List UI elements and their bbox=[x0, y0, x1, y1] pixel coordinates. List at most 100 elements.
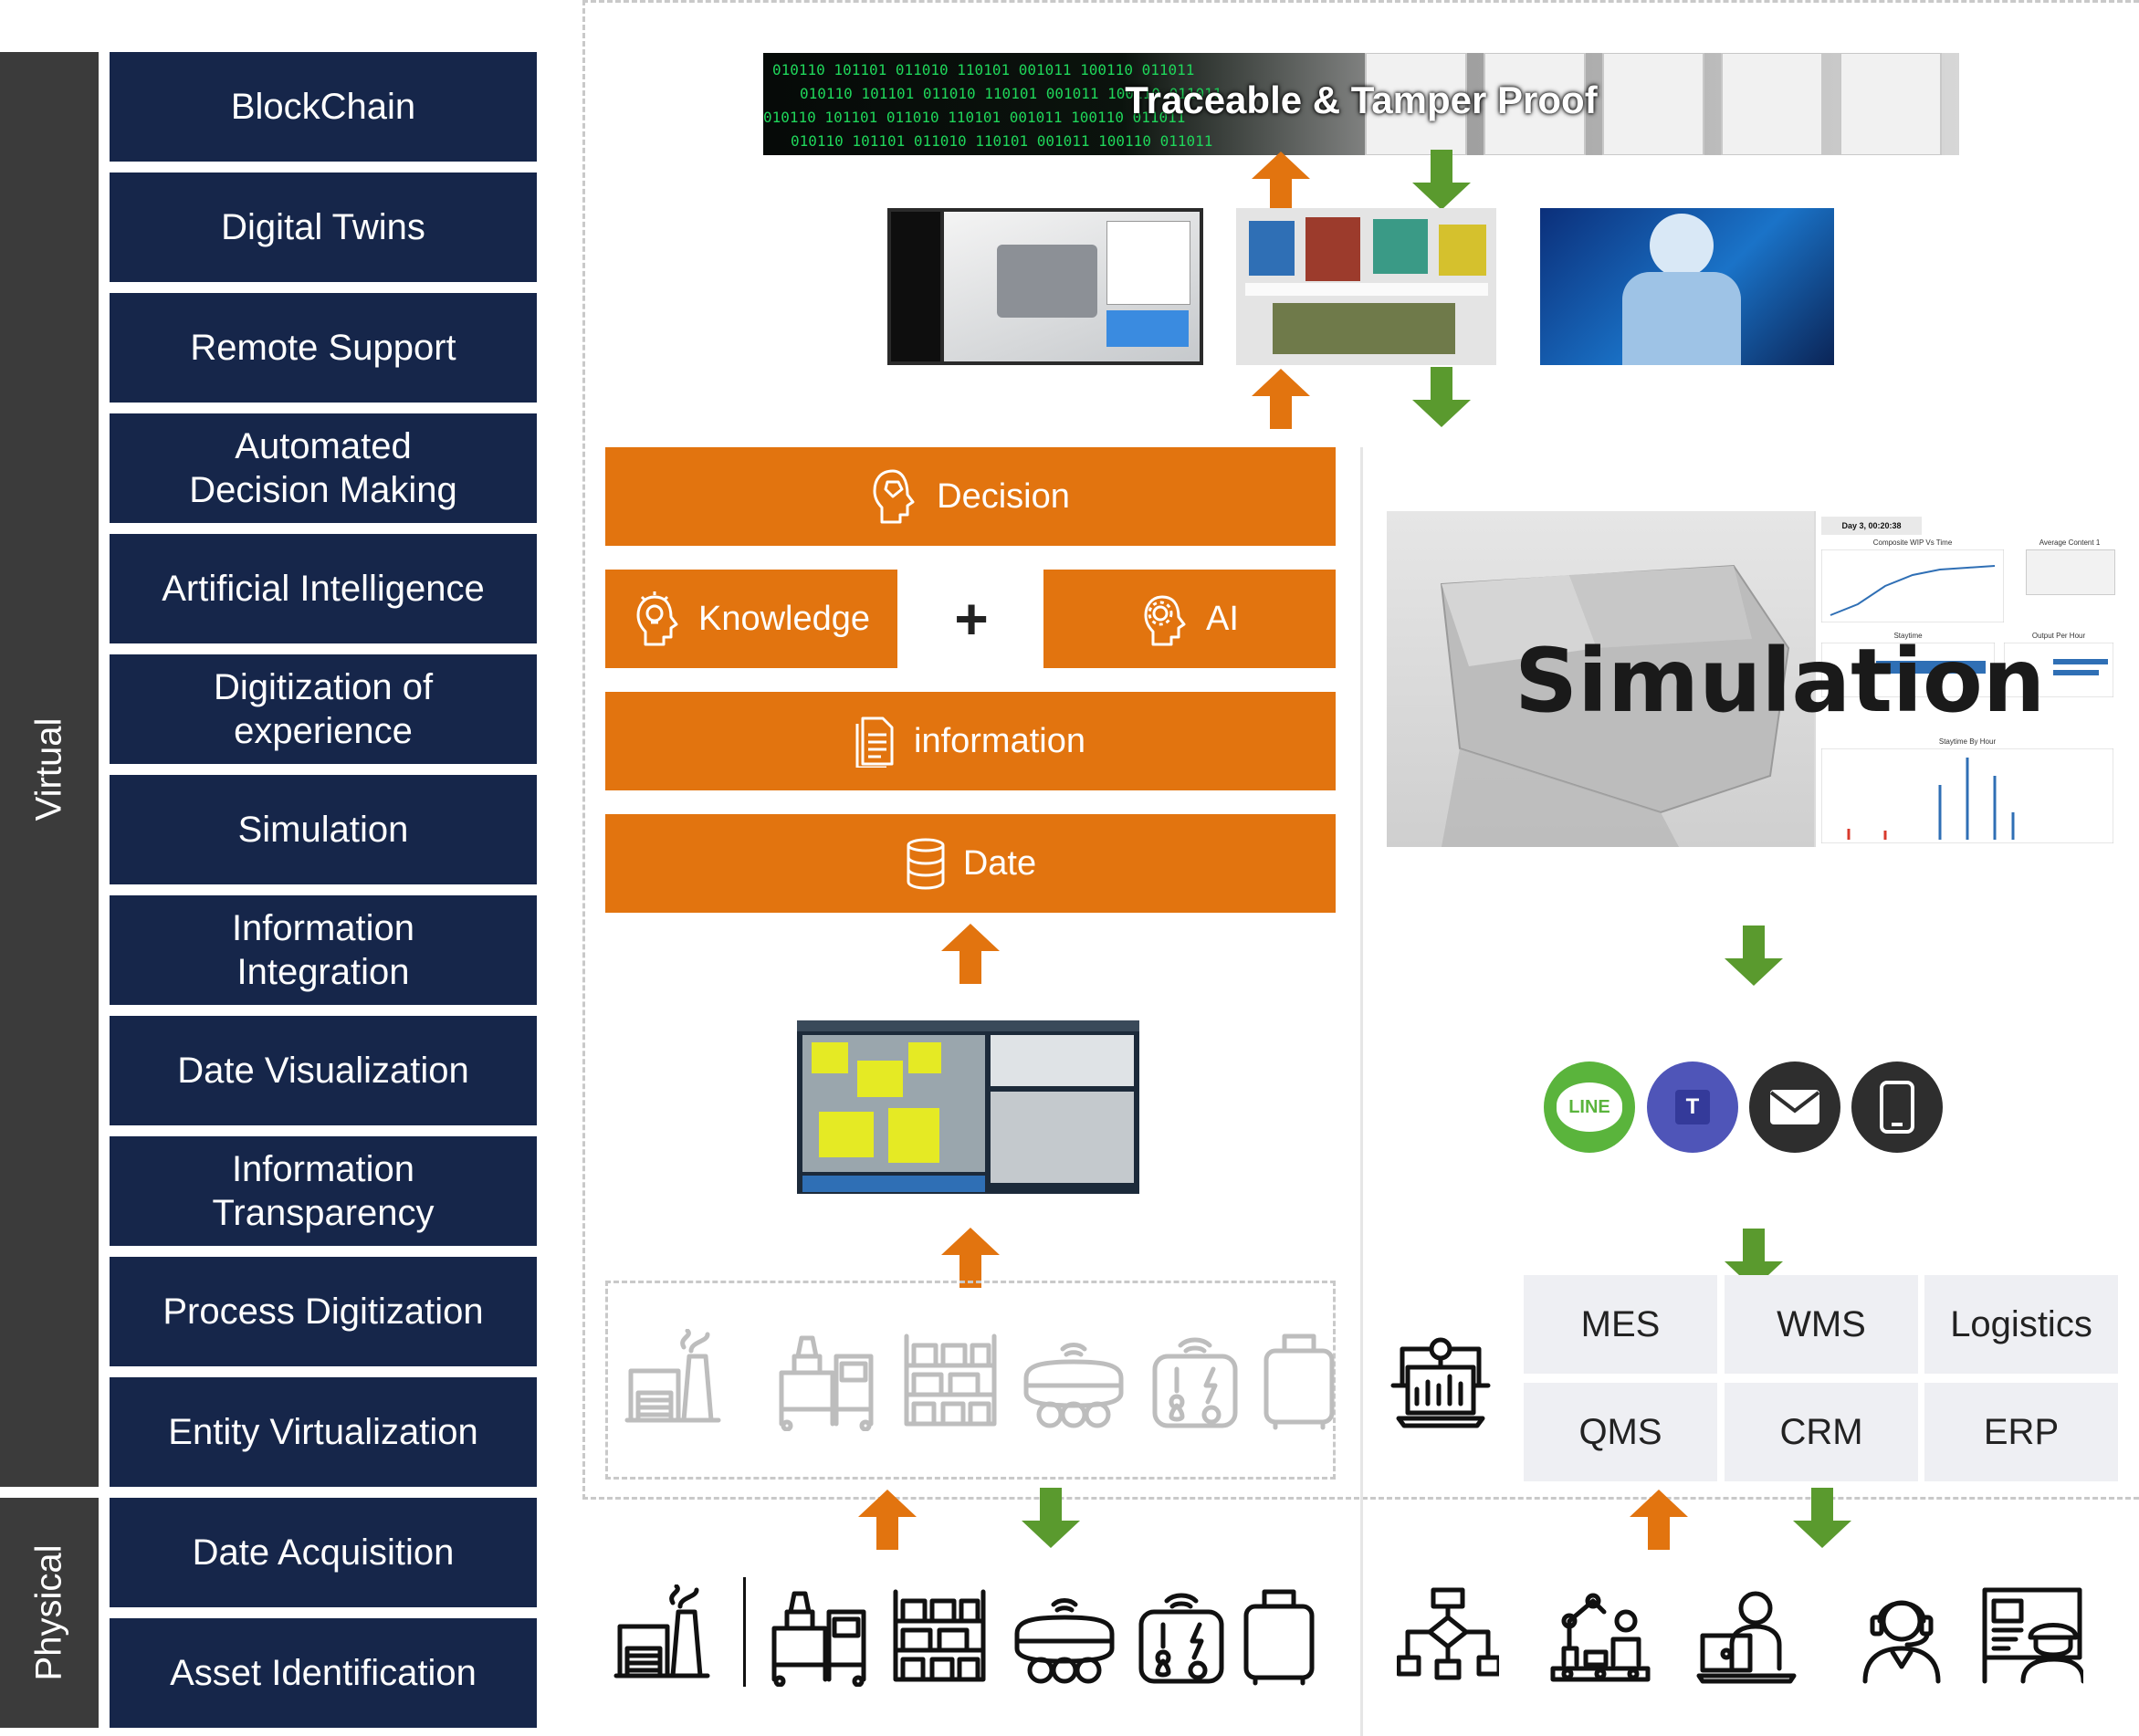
gear-head-icon bbox=[1144, 595, 1186, 646]
layer-information-transparency: Information Transparency bbox=[110, 1136, 537, 1246]
mobile-phone-icon bbox=[1851, 1061, 1943, 1153]
teams-app-icon: T bbox=[1647, 1061, 1738, 1153]
plus-sign: + bbox=[954, 586, 989, 652]
up-arrow-to-hmi bbox=[941, 1228, 1000, 1288]
simulation-3d-model bbox=[1440, 564, 1790, 847]
lightbulb-head-icon bbox=[636, 591, 678, 646]
virtual-luggage-icon bbox=[1263, 1333, 1335, 1430]
blockchain-banner: 010110 101101 011010 110101 001011 10011… bbox=[763, 53, 1959, 155]
output-per-hour-chart bbox=[2004, 643, 2113, 697]
layer-date-visualization: Date Visualization bbox=[110, 1016, 537, 1125]
svg-text:010110 101101 011010 110101 00: 010110 101101 011010 110101 001011 10011… bbox=[772, 61, 1194, 78]
staytime-chart-title: Staytime bbox=[1893, 632, 1923, 640]
staytime-by-hour-title: Staytime By Hour bbox=[1938, 737, 1997, 746]
decision-box: Decision bbox=[605, 447, 1336, 546]
layer-information-integration: Information Integration bbox=[110, 895, 537, 1005]
layer-simulation: Simulation bbox=[110, 775, 537, 884]
down-arrow-to-people bbox=[1793, 1488, 1851, 1548]
up-arrow-to-blockchain bbox=[1252, 152, 1310, 212]
physical-machine-icon bbox=[771, 1591, 866, 1687]
virtual-label: Virtual bbox=[28, 717, 69, 821]
average-content-title: Average Content 1 bbox=[2039, 539, 2101, 547]
physical-factory-icon bbox=[613, 1584, 710, 1678]
layer-entity-virtualization: Entity Virtualization bbox=[110, 1377, 537, 1487]
physical-robot-arm-icon bbox=[1550, 1593, 1651, 1682]
system-crm: CRM bbox=[1725, 1383, 1918, 1481]
physical-label: Physical bbox=[28, 1544, 69, 1681]
wip-chart bbox=[1821, 549, 2004, 622]
decision-head-icon bbox=[873, 469, 915, 524]
physical-engineer-icon bbox=[1982, 1587, 2083, 1684]
physical-customer-support-icon bbox=[1862, 1600, 1941, 1684]
layer-date-acquisition: Date Acquisition bbox=[110, 1498, 537, 1607]
down-arrow-to-simulation bbox=[1412, 367, 1471, 427]
down-arrow-to-systems bbox=[1725, 1229, 1783, 1289]
layer-automated-decision-making: Automated Decision Making bbox=[110, 413, 537, 523]
ai-label: AI bbox=[1206, 599, 1239, 638]
cleanroom-photo bbox=[1540, 208, 1834, 365]
layer-digital-twins: Digital Twins bbox=[110, 173, 537, 282]
up-arrow-from-people bbox=[1630, 1490, 1688, 1550]
knowledge-label: Knowledge bbox=[697, 599, 871, 638]
system-integration-icon bbox=[1390, 1337, 1491, 1428]
decision-label: Decision bbox=[937, 476, 1070, 516]
down-arrow-to-equipment bbox=[1022, 1488, 1080, 1548]
physical-luggage-icon bbox=[1243, 1589, 1315, 1686]
blockchain-banner-title: Traceable & Tamper Proof bbox=[1125, 78, 1598, 121]
output-per-hour-title: Output Per Hour bbox=[2031, 632, 2086, 640]
simulation-panel: Day 3, 00:20:38 Composite WIP Vs Time Av… bbox=[1387, 511, 2117, 847]
hmi-dashboard-screenshot bbox=[797, 1020, 1139, 1194]
date-label: Date bbox=[962, 843, 1037, 883]
layer-digitization-of-experience: Digitization of experience bbox=[110, 654, 537, 764]
svg-text:010110 101101 011010 110101 00: 010110 101101 011010 110101 001011 10011… bbox=[800, 85, 1222, 102]
physical-shelf-icon bbox=[893, 1589, 986, 1682]
layer-remote-support: Remote Support bbox=[110, 293, 537, 403]
system-erp: ERP bbox=[1924, 1383, 2118, 1481]
ai-box: AI bbox=[1043, 570, 1336, 668]
system-logistics: Logistics bbox=[1924, 1275, 2118, 1374]
system-wms: WMS bbox=[1725, 1275, 1918, 1374]
svg-text:010110 101101 011010 110101 00: 010110 101101 011010 110101 001011 10011… bbox=[791, 132, 1212, 150]
simulation-title: Simulation bbox=[1515, 630, 2046, 732]
system-mes: MES bbox=[1524, 1275, 1717, 1374]
virtual-shelf-icon bbox=[904, 1333, 997, 1427]
virtual-sensor-icon bbox=[1152, 1337, 1238, 1428]
virtual-side-bar: Virtual bbox=[0, 52, 99, 1487]
physical-flowchart-icon bbox=[1397, 1587, 1499, 1680]
information-box: information bbox=[605, 692, 1336, 790]
down-arrow-to-notifications bbox=[1725, 926, 1783, 986]
virtual-agv-robot-icon bbox=[1023, 1343, 1124, 1428]
database-icon bbox=[907, 838, 945, 890]
layer-artificial-intelligence: Artificial Intelligence bbox=[110, 534, 537, 643]
wip-chart-title: Composite WIP Vs Time bbox=[1872, 539, 1953, 547]
layer-process-digitization: Process Digitization bbox=[110, 1257, 537, 1366]
up-arrow-to-twins bbox=[1252, 369, 1310, 429]
system-qms: QMS bbox=[1524, 1383, 1717, 1481]
email-icon bbox=[1749, 1061, 1840, 1153]
circuit-board-screenshot bbox=[1236, 208, 1496, 365]
layer-asset-identification: Asset Identification bbox=[110, 1618, 537, 1728]
information-label: information bbox=[914, 721, 1085, 760]
physical-side-bar: Physical bbox=[0, 1498, 99, 1728]
physical-office-worker-icon bbox=[1696, 1591, 1797, 1684]
up-arrow-from-equipment bbox=[858, 1490, 917, 1550]
line-app-icon: LINE bbox=[1544, 1061, 1635, 1153]
knowledge-box: Knowledge bbox=[605, 570, 897, 668]
digital-twin-screenshot bbox=[887, 208, 1203, 365]
physical-icon-divider bbox=[743, 1577, 746, 1687]
staytime-chart bbox=[1821, 643, 1995, 697]
document-icon bbox=[855, 716, 894, 768]
binary-pattern: 010110 101101 011010 110101 001011 10011… bbox=[763, 53, 1942, 155]
staytime-by-hour-chart bbox=[1821, 748, 2113, 843]
virtual-machine-icon bbox=[779, 1335, 874, 1431]
up-arrow-to-date bbox=[941, 924, 1000, 984]
virtual-factory-icon bbox=[624, 1329, 721, 1423]
svg-text:010110 101101 011010 110101 00: 010110 101101 011010 110101 001011 10011… bbox=[763, 109, 1185, 126]
down-arrow-from-blockchain bbox=[1412, 150, 1471, 210]
center-divider bbox=[1360, 447, 1363, 1736]
layer-blockchain: BlockChain bbox=[110, 52, 537, 162]
simulation-clock: Day 3, 00:20:38 bbox=[1821, 517, 1922, 535]
date-box: Date bbox=[605, 814, 1336, 913]
physical-sensor-icon bbox=[1138, 1593, 1224, 1684]
physical-agv-robot-icon bbox=[1014, 1598, 1115, 1684]
